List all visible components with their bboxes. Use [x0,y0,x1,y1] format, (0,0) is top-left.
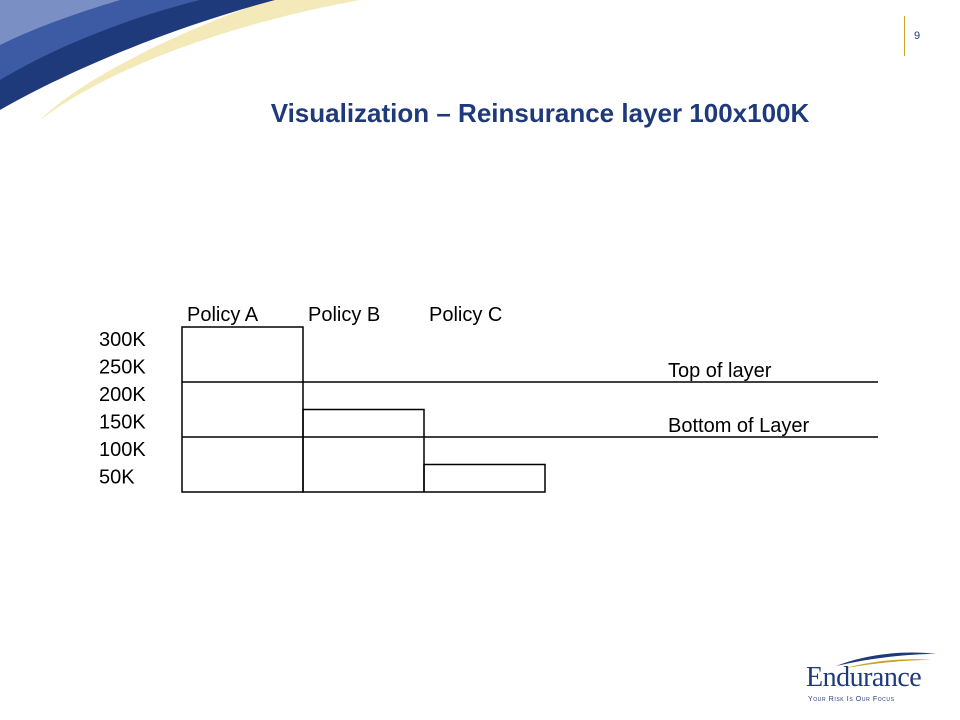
layer-top-label: Top of layer [668,360,772,382]
level-label-5: 50K [99,467,135,489]
page-number-rule [904,16,905,56]
logo-wordmark: Endurance [806,662,922,693]
logo-swoosh-icon [836,652,936,668]
level-label-0: 300K [99,329,146,351]
policy-column-2 [423,463,546,493]
policy-column-1 [302,408,425,493]
level-label-2: 200K [99,384,146,406]
endurance-logo: Endurance Your Risk Is Our Focus [806,650,946,710]
layer-bottom-label: Bottom of Layer [668,415,810,437]
header-swoosh [0,0,360,120]
policy-column-0 [181,326,304,493]
slide-title: Visualization – Reinsurance layer 100x10… [270,98,810,128]
policy-header-2: Policy C [429,304,502,326]
page-number: 9 [914,30,921,42]
level-label-1: 250K [99,357,146,379]
policy-header-0: Policy A [187,304,259,326]
logo-tagline: Your Risk Is Our Focus [808,696,895,703]
level-label-4: 100K [99,439,146,461]
level-label-3: 150K [99,412,146,434]
policy-header-1: Policy B [308,304,380,326]
